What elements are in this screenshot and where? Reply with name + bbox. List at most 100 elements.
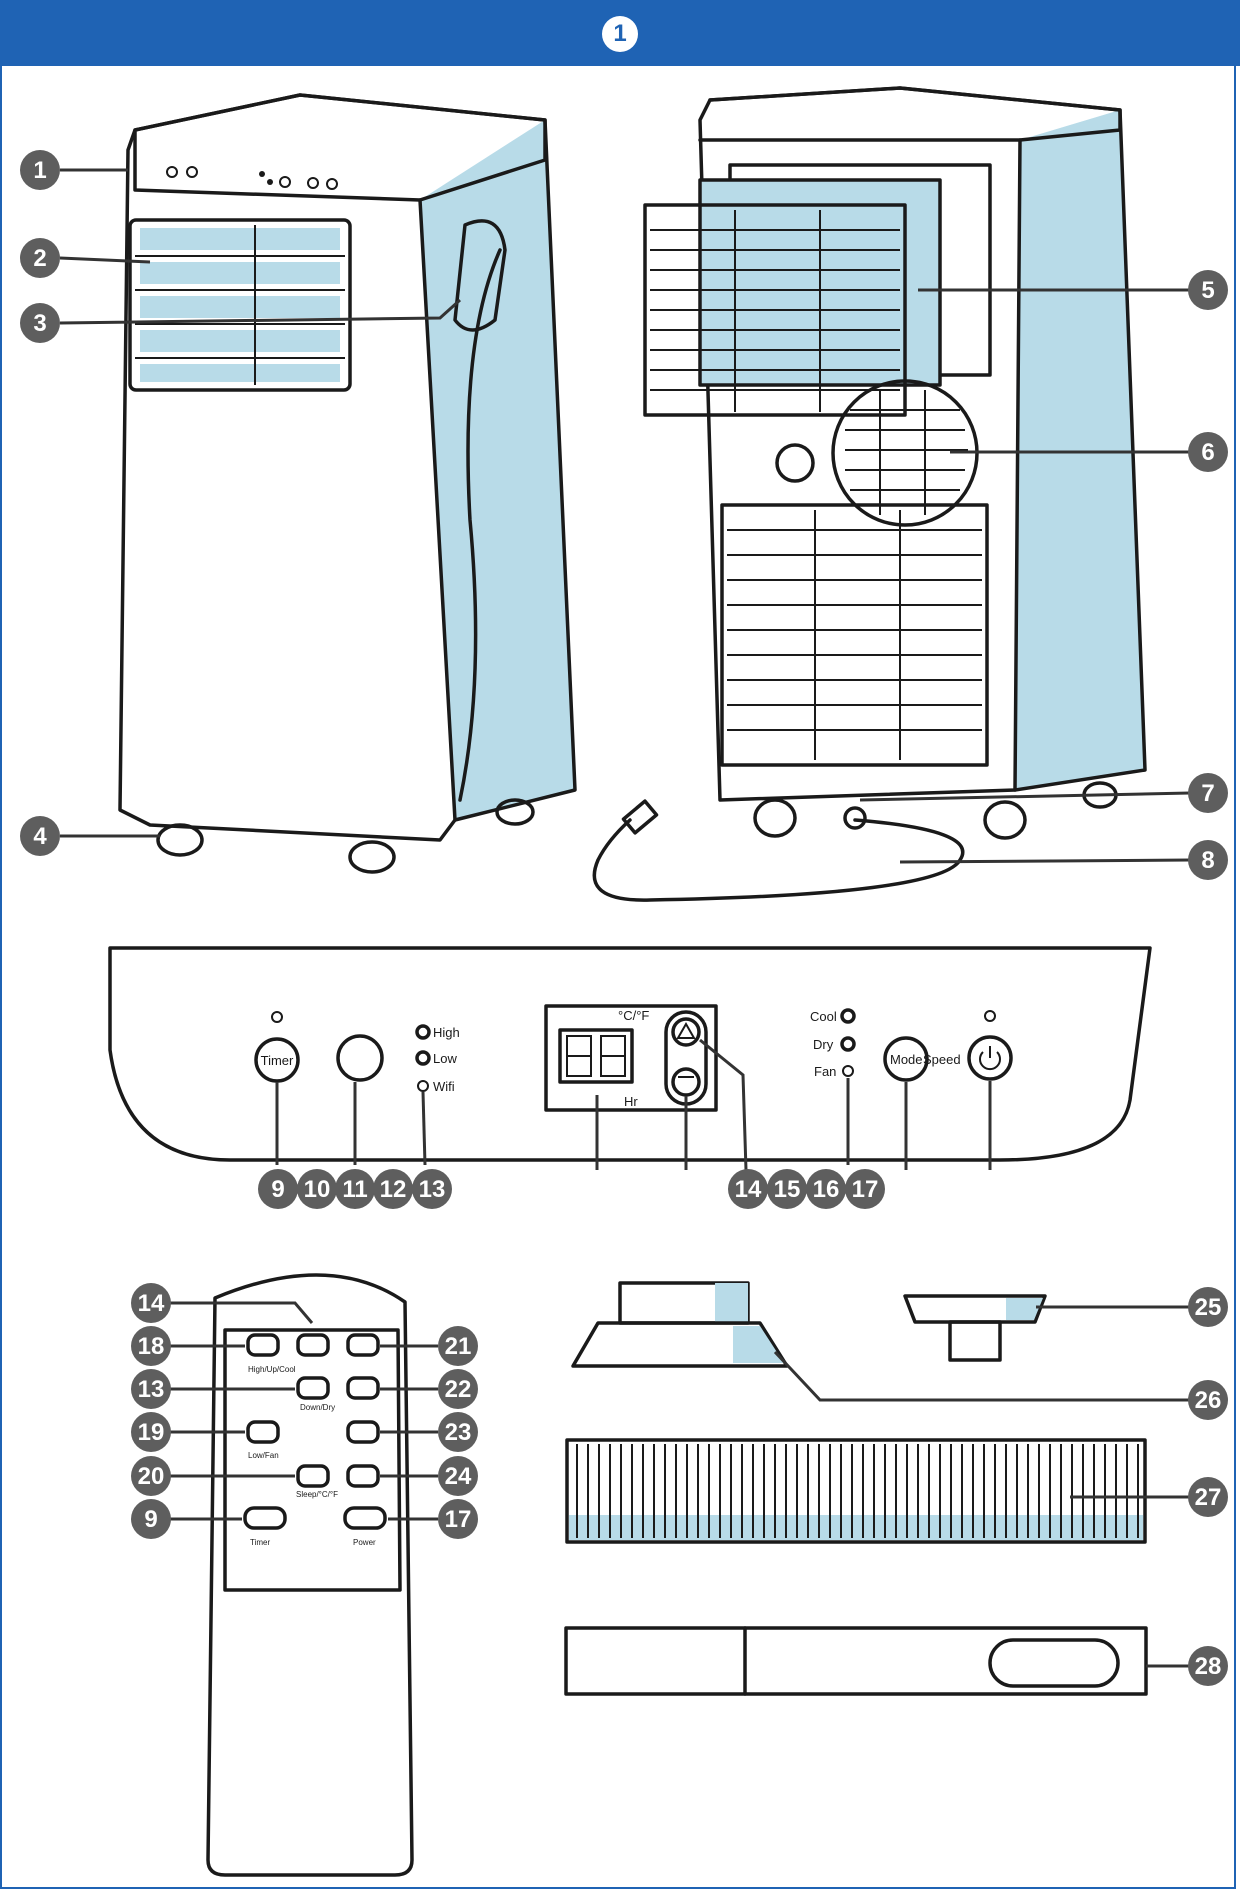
exhaust-grid xyxy=(845,390,968,515)
rear-side-panel-shade xyxy=(1015,110,1145,790)
callout-9: 9 xyxy=(258,1169,298,1209)
mode-button[interactable] xyxy=(883,1036,929,1082)
rear-caster-wheel xyxy=(983,800,1027,840)
wifi-label: Wifi xyxy=(433,1079,455,1094)
rear-top-edge xyxy=(698,86,1122,142)
rear-side-edge xyxy=(1013,138,1022,792)
callout-25: 25 xyxy=(1188,1287,1228,1327)
svg-text:21: 21 xyxy=(445,1333,472,1360)
remote-sleep-unit-label: Sleep/°C/°F xyxy=(296,1490,338,1499)
hour-label: Hr xyxy=(624,1094,638,1109)
power-cord xyxy=(592,818,965,902)
cool-mode-label: Cool xyxy=(810,1009,837,1024)
leader-line-26 xyxy=(773,1350,1190,1402)
up-button[interactable] xyxy=(671,1017,701,1047)
remote-dry-button[interactable] xyxy=(346,1376,380,1400)
callout-23: 23 xyxy=(438,1412,478,1452)
callout-14: 14 xyxy=(728,1169,768,1209)
front-side-panel-shade xyxy=(420,120,575,820)
callout-remote-13: 13 xyxy=(131,1369,171,1409)
louver-slot xyxy=(140,364,340,382)
front-button-dot xyxy=(279,176,291,188)
svg-text:16: 16 xyxy=(813,1176,840,1203)
leader-line-8 xyxy=(899,858,1191,864)
rear-drain-outlet xyxy=(843,806,867,830)
down-button[interactable] xyxy=(671,1067,701,1097)
power-plug xyxy=(621,799,659,835)
figure-header-bar: 1 xyxy=(0,0,1240,66)
remote-sleep-button[interactable] xyxy=(296,1464,330,1488)
callout-remote-17: 17 xyxy=(438,1499,478,1539)
fan-mode-led xyxy=(842,1065,854,1077)
callout-3: 3 xyxy=(20,303,60,343)
callout-5: 5 xyxy=(1188,270,1228,310)
ac-front-view xyxy=(118,93,577,874)
exhaust-connector-top xyxy=(903,1294,1047,1324)
remote-cool-button[interactable] xyxy=(346,1333,380,1357)
remote-power-label: Power xyxy=(353,1538,376,1547)
svg-text:11: 11 xyxy=(342,1176,367,1203)
front-side-curve xyxy=(458,248,502,802)
remote-down-dry-label: Down/Dry xyxy=(300,1403,335,1412)
window-adapter-base-shade xyxy=(733,1326,784,1363)
remote-swing-button[interactable] xyxy=(346,1464,380,1488)
callout-2: 2 xyxy=(20,238,60,278)
power-icon xyxy=(979,1046,1001,1071)
svg-text:17: 17 xyxy=(852,1176,879,1203)
callout-remote-14: 14 xyxy=(131,1283,171,1323)
remote-fan-button[interactable] xyxy=(346,1420,380,1444)
svg-text:23: 23 xyxy=(445,1419,472,1446)
remote-up-button[interactable] xyxy=(296,1333,330,1357)
front-button-dot xyxy=(267,179,273,185)
leader-line-7 xyxy=(859,791,1191,802)
remote-power-button[interactable] xyxy=(343,1506,387,1530)
callout-12: 12 xyxy=(373,1169,413,1209)
remote-low-fan-button[interactable] xyxy=(246,1420,280,1444)
callout-24: 24 xyxy=(438,1456,478,1496)
segment-lines xyxy=(566,1035,626,1077)
leader-line-13 xyxy=(421,1091,427,1166)
leader-line-2 xyxy=(59,256,151,264)
speed-button-label: Speed xyxy=(923,1052,961,1067)
louver-slot xyxy=(140,262,340,284)
louver-slot xyxy=(140,330,340,352)
callout-21: 21 xyxy=(438,1326,478,1366)
high-speed-led xyxy=(415,1024,431,1040)
front-button-dot xyxy=(166,166,178,178)
svg-text:24: 24 xyxy=(445,1463,472,1490)
high-speed-label: High xyxy=(433,1025,460,1040)
louver-slot xyxy=(140,228,340,250)
louver-lines xyxy=(135,225,345,385)
svg-text:12: 12 xyxy=(380,1176,407,1203)
svg-text:1: 1 xyxy=(33,157,46,184)
control-panel: Timer High Low Wifi °C/°F Hr Cool Dry xyxy=(108,946,1152,1162)
accessories xyxy=(564,1281,1148,1696)
figure-number-badge: 1 xyxy=(602,16,638,52)
unit-label: °C/°F xyxy=(618,1008,649,1023)
callout-8: 8 xyxy=(1188,840,1228,880)
dry-mode-label: Dry xyxy=(813,1037,834,1052)
svg-text:14: 14 xyxy=(138,1290,165,1317)
leader-line-r14 xyxy=(168,1301,314,1324)
callout-27: 27 xyxy=(1188,1477,1228,1517)
low-speed-label: Low xyxy=(433,1051,457,1066)
power-button[interactable] xyxy=(967,1035,1013,1081)
callout-4: 4 xyxy=(20,816,60,856)
remote-high-up-cool-button[interactable] xyxy=(246,1333,280,1357)
svg-text:6: 6 xyxy=(1201,439,1214,466)
timer-button[interactable] xyxy=(254,1037,300,1083)
timer-button-label: Timer xyxy=(261,1053,294,1068)
callout-15: 15 xyxy=(767,1169,807,1209)
lower-filter-grid xyxy=(727,510,982,760)
callout-7: 7 xyxy=(1188,773,1228,813)
cool-mode-led xyxy=(840,1008,856,1024)
remote-down-button[interactable] xyxy=(296,1376,330,1400)
remote-low-fan-label: Low/Fan xyxy=(248,1451,279,1460)
svg-text:25: 25 xyxy=(1195,1294,1222,1321)
remote-timer-button[interactable] xyxy=(243,1506,287,1530)
svg-text:20: 20 xyxy=(138,1463,165,1490)
svg-text:18: 18 xyxy=(138,1333,165,1360)
front-button-dot xyxy=(186,166,198,178)
rear-lower-filter xyxy=(720,503,989,767)
